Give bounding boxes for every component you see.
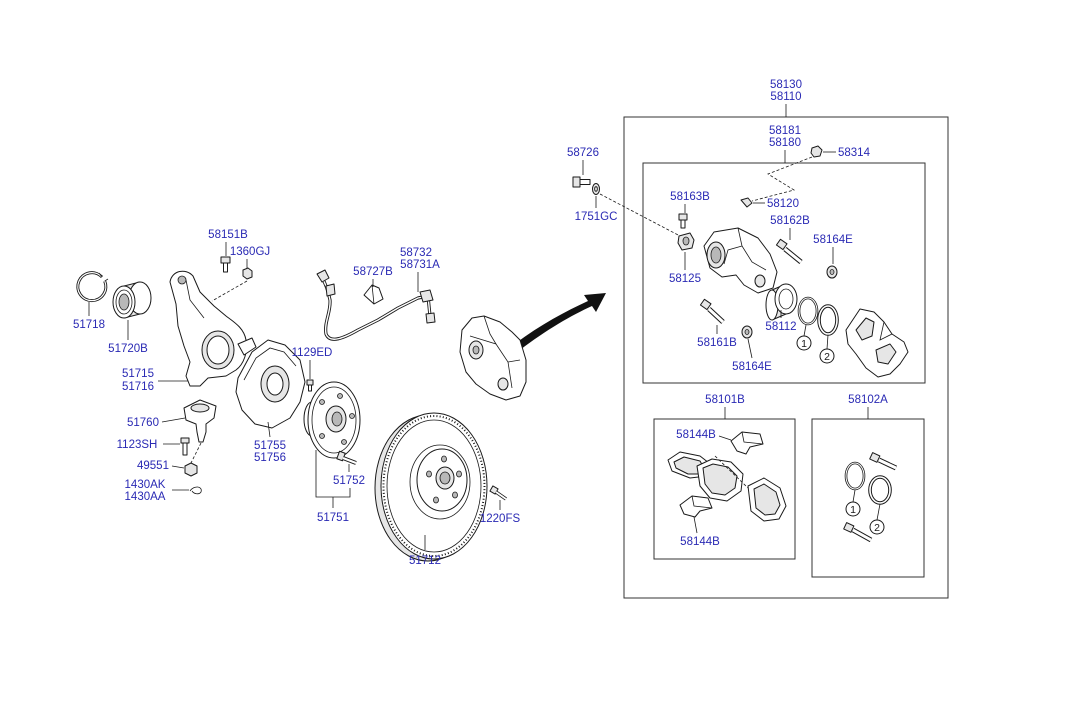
- caliper-bolt-part: [572, 176, 591, 188]
- hose-bracket-part: [363, 284, 384, 305]
- split-pin-part: [189, 486, 202, 495]
- callout-ball-joint-nut[interactable]: 49551: [137, 460, 169, 472]
- callout-seal-kit[interactable]: 58102A: [848, 394, 888, 406]
- dust-seal-part: [817, 304, 839, 336]
- ring-marker-circle: [869, 519, 885, 535]
- boot-lower-part: [741, 325, 753, 339]
- dust-shield-part: [235, 339, 306, 429]
- piston-seal-part: [797, 296, 819, 326]
- callout-brake-disc[interactable]: 51712: [409, 555, 441, 567]
- callout-wheel-bearing[interactable]: 51720B: [108, 343, 148, 355]
- disc-screw-part: [489, 485, 508, 501]
- guide-bolt-part: [678, 213, 688, 229]
- callout-hub[interactable]: 51751: [317, 512, 349, 524]
- callout-knuckle-bolt[interactable]: 58151B: [208, 229, 248, 241]
- washer-part: [592, 183, 600, 195]
- snap-ring-part: [76, 271, 109, 303]
- piston-part: [765, 283, 798, 321]
- seal-kit-piston-seal-part: [844, 461, 866, 491]
- callout-hub-bolt[interactable]: 51752: [333, 475, 365, 487]
- pad-clip-upper-part: [730, 431, 764, 455]
- detail-arrow: [516, 293, 606, 350]
- brake-disc-part: [374, 412, 488, 562]
- callout-boot-upper[interactable]: 58164E: [813, 234, 853, 246]
- callout-piston[interactable]: 58112: [765, 321, 796, 333]
- bleeder-screw-part: [740, 197, 753, 208]
- brake-pad-outer-part: [747, 477, 787, 522]
- callout-guide-pin-lower[interactable]: 58161B: [697, 337, 737, 349]
- callout-snap-ring[interactable]: 51718: [73, 319, 105, 331]
- ball-joint-bolt-part: [180, 437, 190, 456]
- guide-pin-upper-part: [775, 238, 803, 264]
- ring-marker-circle: [796, 335, 812, 351]
- callout-dust-shield-1[interactable]: 51755: [254, 440, 286, 452]
- caliper-housing-part: [703, 227, 778, 294]
- callout-disc-screw[interactable]: 1220FS: [480, 513, 521, 525]
- seal-kit-marker-1: 1: [850, 504, 856, 516]
- brake-hose-part: [316, 269, 436, 341]
- pad-clip-lower-part: [679, 495, 713, 518]
- seal-kit-marker-2: 2: [874, 522, 880, 534]
- callout-knuckle-2[interactable]: 51716: [122, 381, 154, 393]
- callout-guide-bolt[interactable]: 58163B: [670, 191, 710, 203]
- callout-caliper-assembly-2[interactable]: 58110: [770, 91, 801, 103]
- callout-brake-hose-2[interactable]: 58731A: [400, 259, 440, 271]
- boot-upper-part: [826, 265, 838, 279]
- ring-marker-2: 2: [824, 351, 830, 363]
- caliper-carrier-part: [845, 308, 909, 378]
- wheel-bearing-part: [112, 281, 152, 319]
- callout-split-pin-1[interactable]: 1430AK: [125, 479, 166, 491]
- steering-knuckle-part: [169, 270, 257, 387]
- callout-pad-clip-upper[interactable]: 58144B: [676, 429, 716, 441]
- callout-shield-bolt[interactable]: 1129ED: [292, 347, 333, 359]
- ring-marker-circle: [819, 348, 835, 364]
- guide-pin-lower-part: [699, 298, 725, 324]
- callout-pad-clip-lower[interactable]: 58144B: [680, 536, 720, 548]
- callout-caliper-bolt[interactable]: 58726: [567, 147, 599, 159]
- callout-caliper-kit-2[interactable]: 58180: [769, 137, 801, 149]
- callout-boot-lower[interactable]: 58164E: [732, 361, 772, 373]
- pad-kit-frame: [653, 418, 796, 560]
- knuckle-nut-part: [242, 267, 253, 280]
- callout-hose-bracket[interactable]: 58727B: [353, 266, 393, 278]
- ring-marker-1: 1: [801, 338, 807, 350]
- ball-joint-part: [183, 399, 217, 443]
- wheel-hub-part: [303, 381, 361, 459]
- bleeder-cap-part: [810, 145, 823, 158]
- seal-kit-dust-seal-part: [868, 475, 892, 505]
- callout-brake-hose-1[interactable]: 58732: [400, 247, 432, 259]
- callout-ball-joint-bolt[interactable]: 1123SH: [117, 439, 158, 451]
- callout-guide-pin-upper[interactable]: 58162B: [770, 215, 810, 227]
- callout-caliper-kit-1[interactable]: 58181: [769, 125, 801, 137]
- callout-pad-kit[interactable]: 58101B: [705, 394, 745, 406]
- knuckle-bolt-part: [220, 256, 231, 273]
- callout-ball-joint[interactable]: 51760: [127, 417, 159, 429]
- ball-joint-nut-part: [184, 462, 198, 477]
- callout-knuckle-nut[interactable]: 1360GJ: [230, 246, 270, 258]
- callout-bushing[interactable]: 58125: [669, 273, 701, 285]
- brake-pad-middle-part: [696, 458, 744, 502]
- bushing-part: [677, 232, 695, 251]
- callout-split-pin-2[interactable]: 1430AA: [125, 491, 166, 503]
- brake-caliper-assembly-part: [459, 315, 527, 401]
- callout-washer[interactable]: 1751GC: [575, 211, 618, 223]
- callout-dust-shield-2[interactable]: 51756: [254, 452, 286, 464]
- callout-bleeder-screw[interactable]: 58120: [767, 198, 799, 210]
- seal-kit-bolt-upper-part: [869, 452, 898, 471]
- seal-kit-frame: [811, 418, 925, 578]
- caliper-kit-frame: [642, 162, 926, 384]
- hub-bolt-part: [336, 450, 357, 465]
- seal-kit-bolt-lower-part: [843, 522, 873, 543]
- callout-caliper-assembly-1[interactable]: 58130: [770, 79, 802, 91]
- ring-marker-circle: [845, 501, 861, 517]
- callout-knuckle-1[interactable]: 51715: [122, 368, 154, 380]
- callout-bleeder-cap[interactable]: 58314: [838, 147, 871, 159]
- shield-bolt-part: [306, 379, 314, 392]
